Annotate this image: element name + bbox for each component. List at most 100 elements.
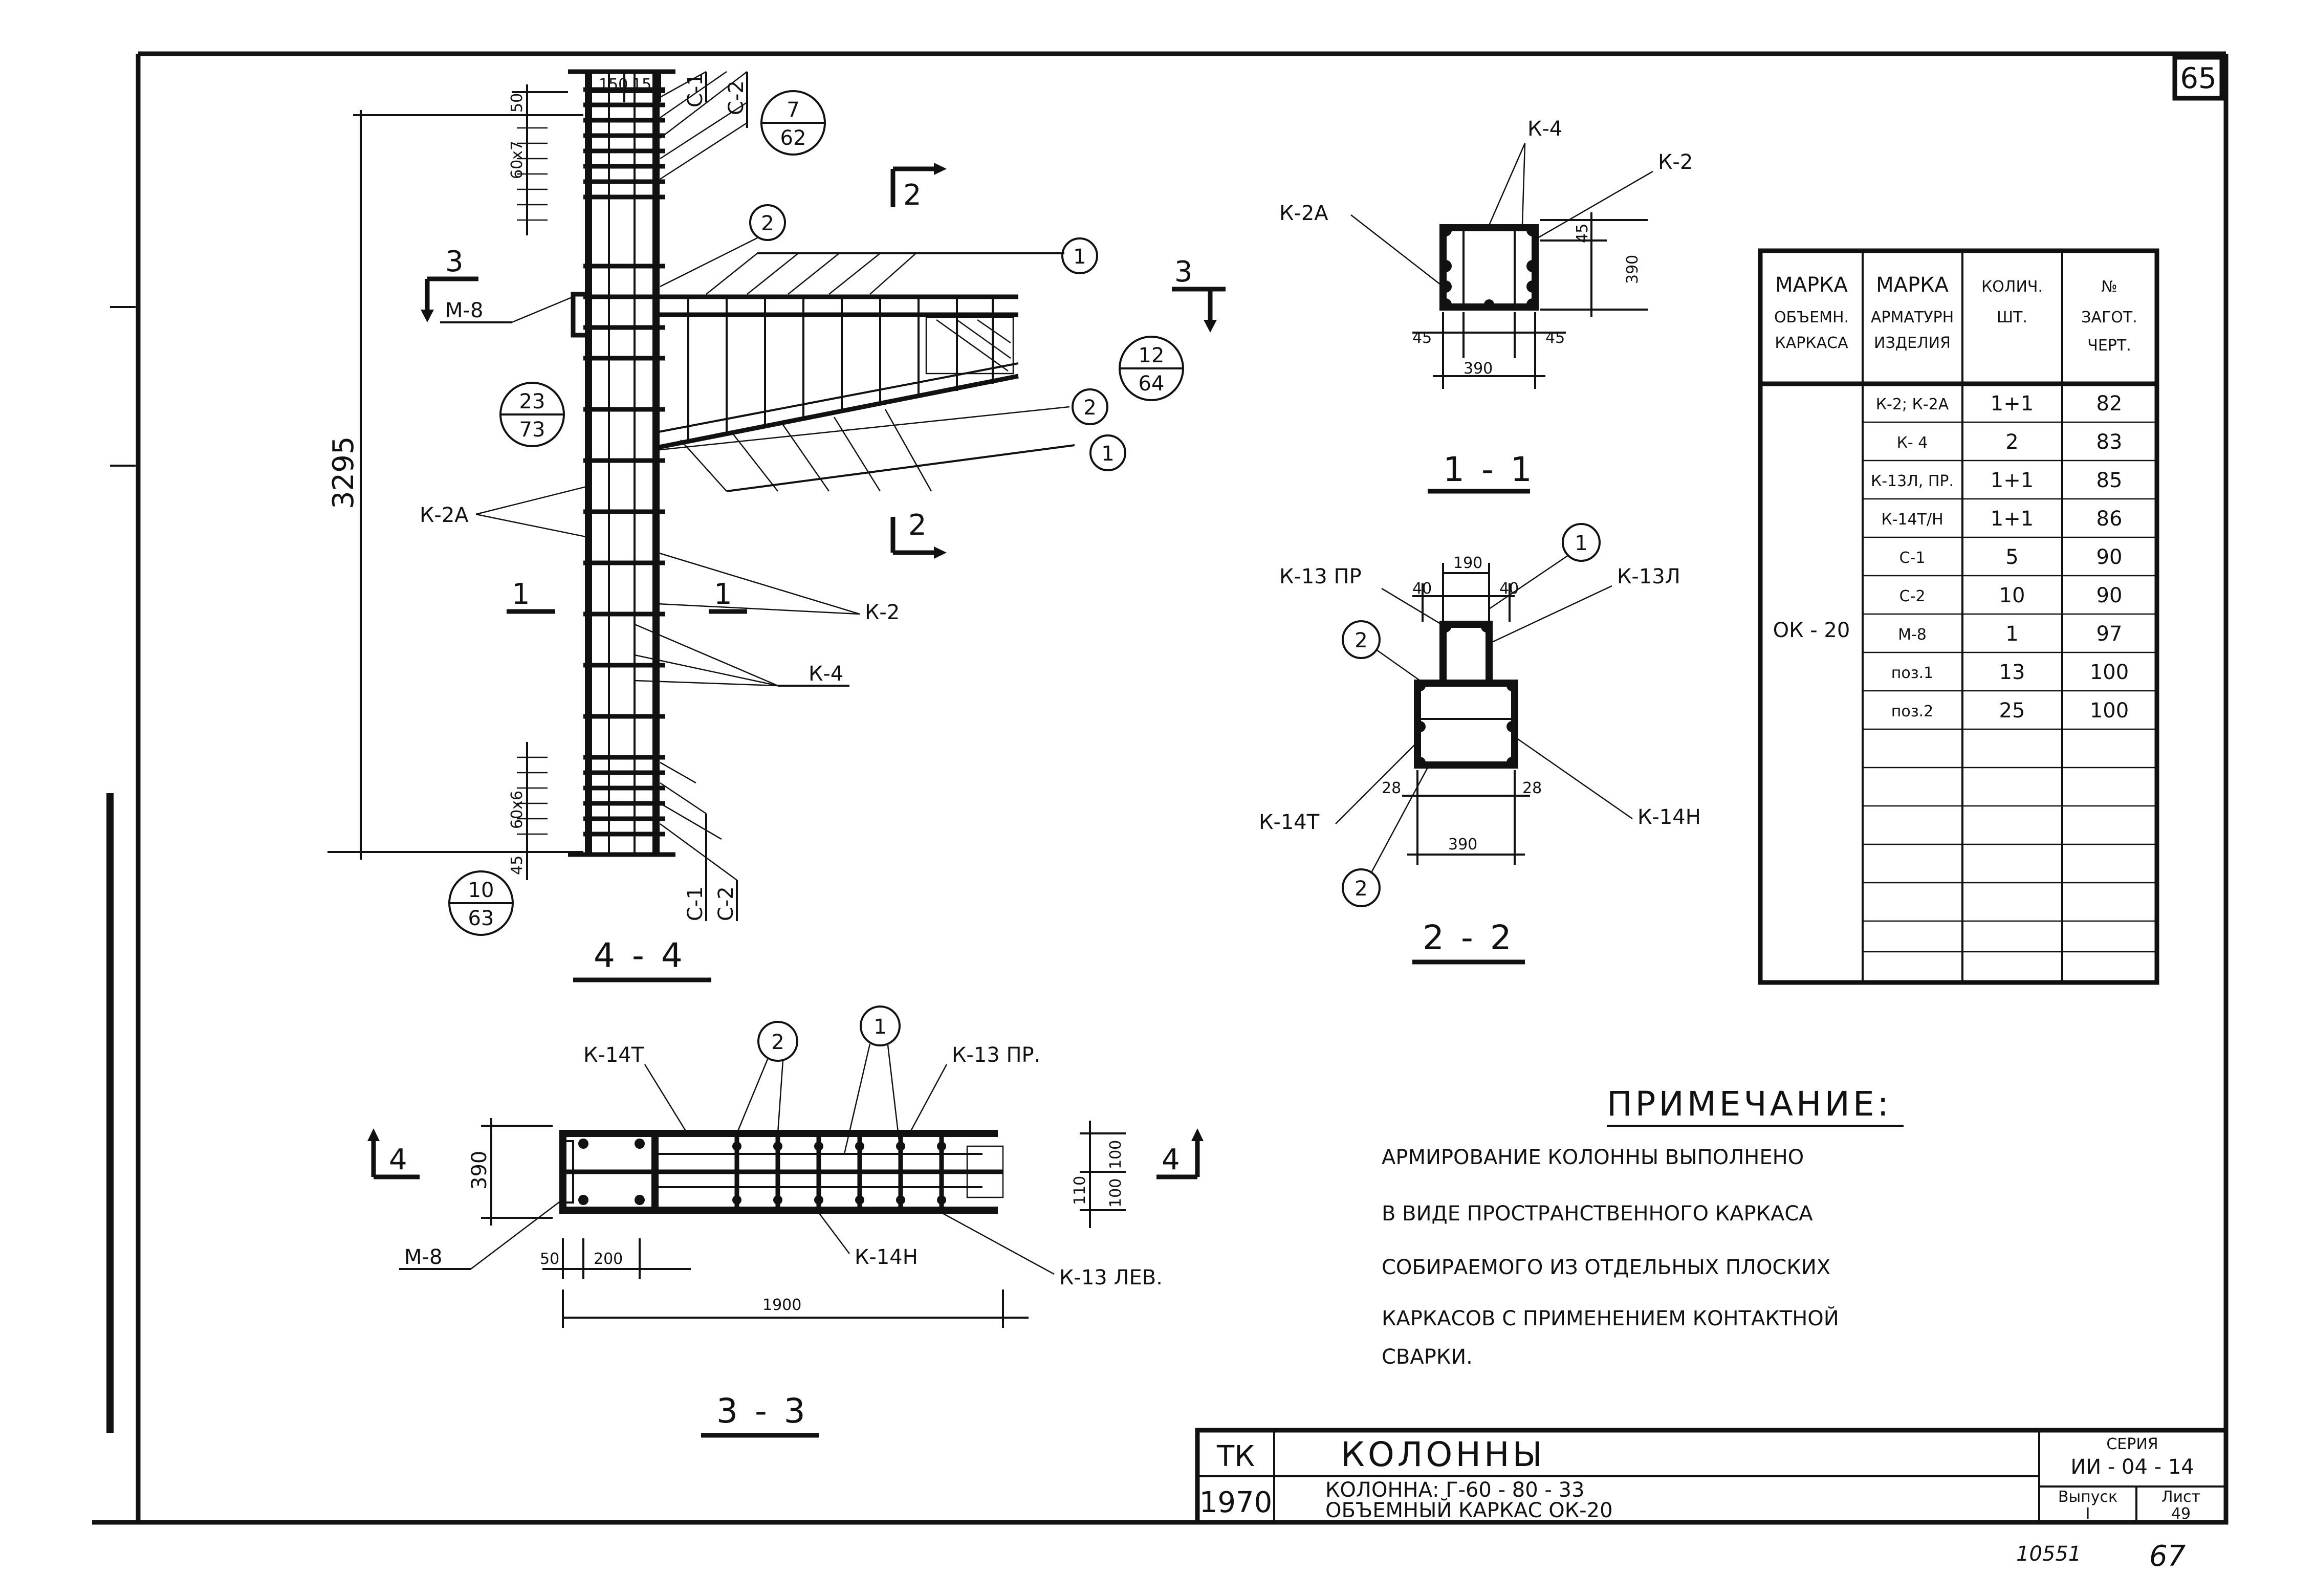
title-1-1: 1 - 1 bbox=[1443, 450, 1535, 489]
label-k14n-33: К-14Н bbox=[855, 1245, 918, 1269]
pos-1-top: 1 bbox=[1073, 245, 1086, 269]
tb-issue-value: I bbox=[2086, 1505, 2090, 1523]
console-cage bbox=[654, 252, 1075, 492]
note-heading: ПРИМЕЧАНИЕ: bbox=[1607, 1084, 1892, 1124]
dim-390-33: 390 bbox=[468, 1151, 491, 1190]
dim-100b-33: 100 bbox=[1107, 1178, 1125, 1208]
label-c2-bot: С-2 bbox=[714, 886, 738, 921]
row-qty: 10 bbox=[1999, 584, 2025, 607]
tb-series-label: СЕРИЯ bbox=[2106, 1435, 2158, 1453]
title-3-3: 3 - 3 bbox=[716, 1391, 809, 1431]
tb-sheet-label: Лист bbox=[2161, 1488, 2200, 1506]
label-k13l-22: К-13Л bbox=[1617, 565, 1680, 588]
row-item: поз.1 bbox=[1891, 664, 1934, 682]
table-row: М-8 1 97 bbox=[1898, 622, 2122, 646]
tb-sheet-value: 49 bbox=[2171, 1505, 2191, 1523]
row-drawing: 100 bbox=[2090, 661, 2129, 684]
top-mesh-leaders: С-1 С-2 bbox=[660, 71, 748, 180]
dim-50-33: 50 bbox=[540, 1250, 559, 1268]
row-item: К-13Л, ПР. bbox=[1871, 472, 1954, 490]
row-qty: 2 bbox=[2005, 430, 2018, 454]
row-qty: 5 bbox=[2005, 545, 2018, 569]
label-k4-11: К-4 bbox=[1527, 117, 1562, 141]
title-2-2: 2 - 2 bbox=[1423, 918, 1515, 957]
table-row: К-13Л, ПР. 1+1 85 bbox=[1871, 469, 2123, 492]
table-row: К- 4 2 83 bbox=[1897, 430, 2123, 454]
table-row: С-2 10 90 bbox=[1899, 584, 2123, 607]
row-item: М-8 bbox=[1898, 626, 1927, 644]
label-c2-top: С-2 bbox=[725, 80, 748, 115]
row-item: С-2 bbox=[1899, 587, 1926, 605]
note-line-3: СОБИРАЕМОГО ИЗ ОТДЕЛЬНЫХ ПЛОСКИХ bbox=[1382, 1256, 1830, 1279]
row-item: К-2; К-2А bbox=[1876, 396, 1949, 413]
dim-45: 45 bbox=[508, 856, 526, 875]
pos-2-33: 2 bbox=[771, 1031, 784, 1054]
column-cage bbox=[568, 69, 675, 857]
ref-12-64: 12 64 bbox=[1119, 336, 1184, 401]
hdr-dwg-1: № bbox=[2101, 278, 2117, 296]
table-row: К-14Т/Н 1+1 86 bbox=[1881, 507, 2122, 531]
note-line-5: СВАРКИ. bbox=[1382, 1345, 1473, 1369]
ref-63: 63 bbox=[468, 907, 494, 930]
hdr-dwg-3: ЧЕРТ. bbox=[2087, 337, 2131, 355]
table-row: поз.1 13 100 bbox=[1891, 661, 2129, 684]
ref-10-63: 10 63 bbox=[448, 870, 514, 936]
tb-subtitle-1: КОЛОННА: Г-60 - 80 - 33 bbox=[1325, 1478, 1584, 1502]
frame-mark: ОК - 20 bbox=[1773, 619, 1850, 642]
dim-3295: 3295 bbox=[327, 436, 360, 509]
row-drawing: 86 bbox=[2096, 507, 2123, 531]
tb-subtitle-2: ОБЪЕМНЫЙ КАРКАС ОК-20 bbox=[1325, 1498, 1613, 1522]
ref-62: 62 bbox=[780, 126, 806, 150]
dim-390-w-11: 390 bbox=[1464, 360, 1493, 378]
dim-45-top-11: 45 bbox=[1574, 224, 1591, 243]
tb-year: 1970 bbox=[1199, 1486, 1273, 1519]
row-qty: 1+1 bbox=[1991, 392, 2034, 416]
bottom-number-right: 67 bbox=[2149, 1540, 2186, 1573]
pos-1-right: 1 bbox=[1101, 442, 1114, 466]
dimensions-4-4: 150 150 3295 50 60x7 60x6 bbox=[327, 72, 665, 880]
dim-200-33: 200 bbox=[594, 1250, 623, 1268]
label-k13lev-33: К-13 ЛЕВ. bbox=[1059, 1266, 1163, 1289]
pos-2a-22: 2 bbox=[1355, 629, 1367, 652]
pos-1-22: 1 bbox=[1575, 532, 1587, 555]
dim-40-left-22: 40 bbox=[1412, 580, 1432, 598]
label-m8-33: М-8 bbox=[404, 1245, 442, 1269]
ref-10: 10 bbox=[468, 879, 494, 902]
hdr-frame-2: ОБЪЕМН. bbox=[1774, 309, 1849, 326]
row-item: поз.2 bbox=[1891, 703, 1934, 720]
label-c1-bot: С-1 bbox=[684, 886, 707, 921]
ref-73: 73 bbox=[519, 418, 545, 442]
row-qty: 25 bbox=[1999, 699, 2025, 723]
tb-title: КОЛОННЫ bbox=[1341, 1435, 1545, 1474]
row-drawing: 85 bbox=[2096, 469, 2123, 492]
label-k2-11: К-2 bbox=[1658, 150, 1693, 174]
page-number-box: 65 bbox=[2172, 55, 2224, 101]
row-qty: 1+1 bbox=[1991, 469, 2034, 492]
hdr-item-2: АРМАТУРН bbox=[1871, 309, 1954, 326]
ref-64: 64 bbox=[1139, 372, 1165, 396]
pos-2-top: 2 bbox=[761, 212, 774, 235]
label-k2a-11: К-2А bbox=[1279, 202, 1328, 225]
table-row: С-1 5 90 bbox=[1899, 545, 2123, 569]
ref-7: 7 bbox=[787, 98, 799, 122]
label-k4: К-4 bbox=[809, 662, 843, 686]
bottom-mesh-leaders: С-1 С-2 bbox=[660, 761, 738, 921]
dim-390-22: 390 bbox=[1448, 836, 1477, 854]
hdr-frame-1: МАРКА bbox=[1775, 273, 1848, 297]
cut-1-right: 1 bbox=[714, 578, 732, 611]
ref-23: 23 bbox=[519, 390, 545, 413]
label-m8: М-8 bbox=[445, 299, 483, 322]
row-drawing: 97 bbox=[2096, 622, 2123, 646]
labels-4-4: К-2А К-2 К-4 М-8 1 1 3 3 bbox=[420, 90, 1226, 936]
label-k14t-22: К-14Т bbox=[1259, 811, 1320, 834]
tb-series-value: ИИ - 04 - 14 bbox=[2070, 1455, 2194, 1479]
label-k13pr-22: К-13 ПР bbox=[1279, 565, 1362, 588]
label-k2: К-2 bbox=[865, 601, 900, 624]
dim-50: 50 bbox=[508, 93, 526, 113]
hdr-qty-2: ШТ. bbox=[1997, 309, 2027, 326]
cut-3-left: 3 bbox=[445, 245, 464, 278]
label-c1-top: С-1 bbox=[684, 73, 707, 107]
dim-150b: 150 bbox=[632, 76, 661, 94]
